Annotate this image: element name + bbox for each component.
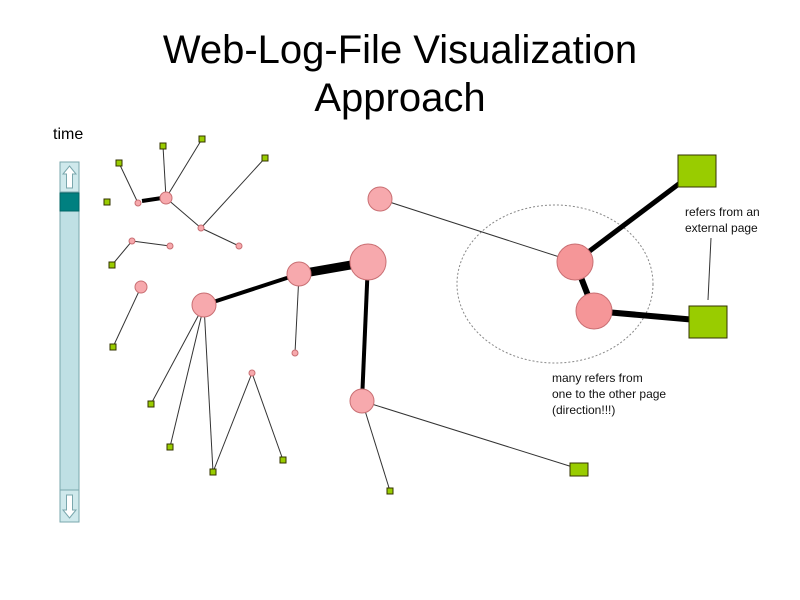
edge xyxy=(131,240,171,247)
arrow-down-icon xyxy=(61,494,78,519)
page-node[interactable] xyxy=(134,199,142,207)
external-nodes xyxy=(103,135,728,495)
edge xyxy=(212,372,253,473)
external-node[interactable] xyxy=(108,261,116,269)
edge-heavy xyxy=(141,196,163,203)
annotation-line: (direction!!!) xyxy=(552,403,616,417)
edge xyxy=(150,304,205,405)
thin-edges xyxy=(111,138,580,492)
page-nodes xyxy=(128,186,613,414)
external-node[interactable] xyxy=(386,487,394,495)
edge xyxy=(203,304,214,473)
edge xyxy=(112,286,142,348)
annotation-line: one to the other page xyxy=(552,387,667,401)
page-node[interactable] xyxy=(367,186,393,212)
page-node[interactable] xyxy=(134,280,148,294)
edge xyxy=(118,162,139,204)
title-line-1: Web-Log-File Visualization xyxy=(162,28,638,72)
page-node[interactable] xyxy=(166,242,174,250)
external-node[interactable] xyxy=(147,400,155,408)
external-node[interactable] xyxy=(166,443,174,451)
page-node[interactable] xyxy=(286,261,312,287)
edge xyxy=(361,400,391,492)
page-node[interactable] xyxy=(575,292,613,330)
edge xyxy=(200,227,240,247)
external-node[interactable] xyxy=(115,159,123,167)
external-node[interactable] xyxy=(159,142,167,150)
external-node-large[interactable] xyxy=(677,154,717,188)
page-node[interactable] xyxy=(159,191,173,205)
external-node[interactable] xyxy=(261,154,269,162)
arrow-up-icon xyxy=(61,165,78,189)
external-node[interactable] xyxy=(103,198,111,206)
edge-heavy xyxy=(203,272,300,307)
page-node[interactable] xyxy=(291,349,299,357)
edge-heavy xyxy=(360,261,370,402)
page-node[interactable] xyxy=(191,292,217,318)
page-node[interactable] xyxy=(197,224,205,232)
edge xyxy=(361,400,580,470)
edge xyxy=(294,273,300,354)
edge xyxy=(165,138,203,199)
external-node[interactable] xyxy=(209,468,217,476)
external-node[interactable] xyxy=(569,462,589,477)
annotation-external-page: refers from an external page xyxy=(685,204,760,236)
annotation-line: external page xyxy=(685,221,758,235)
edge xyxy=(165,197,202,229)
time-label: time xyxy=(53,126,84,143)
external-node[interactable] xyxy=(198,135,206,143)
annotation-line: refers from an xyxy=(685,205,760,219)
annotation-many-refers: many refers from one to the other page (… xyxy=(552,370,666,418)
page-node[interactable] xyxy=(349,388,375,414)
scrollbar-track[interactable] xyxy=(59,161,80,523)
connector xyxy=(707,237,712,301)
edge xyxy=(111,240,133,266)
external-node-large[interactable] xyxy=(688,305,728,339)
edge xyxy=(162,145,167,199)
annotation-line: many refers from xyxy=(552,371,643,385)
time-scrollbar[interactable] xyxy=(59,161,80,523)
edge xyxy=(200,157,266,229)
annotation-connectors xyxy=(707,237,712,301)
page-node[interactable] xyxy=(349,243,387,281)
edge xyxy=(379,198,576,263)
thick-edges xyxy=(141,169,709,402)
slide-title: Web-Log-File Visualization Approach xyxy=(0,26,800,122)
external-node[interactable] xyxy=(109,343,117,351)
scrollbar-thumb[interactable] xyxy=(59,192,80,212)
edge xyxy=(169,304,205,448)
edge xyxy=(251,372,284,461)
focus-circle xyxy=(456,204,654,364)
page-node[interactable] xyxy=(556,243,594,281)
edge-heavy xyxy=(573,169,698,264)
title-line-2: Approach xyxy=(314,76,486,120)
page-node[interactable] xyxy=(248,369,256,377)
page-node[interactable] xyxy=(128,237,136,245)
external-node[interactable] xyxy=(279,456,287,464)
page-node[interactable] xyxy=(235,242,243,250)
